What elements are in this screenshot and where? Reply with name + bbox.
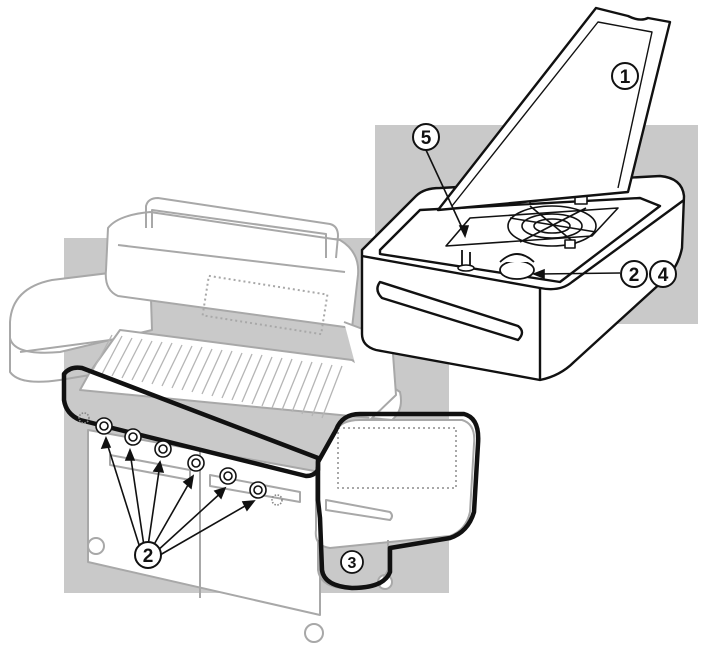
callout-2-side-burner: 2: [621, 261, 647, 287]
callout-1-label: 1: [620, 67, 631, 88]
callout-3-label: 3: [348, 555, 357, 572]
callout-2-grill: 2: [135, 542, 161, 568]
side-burner-knob: [500, 261, 534, 279]
callout-4-label: 4: [658, 265, 669, 286]
caster-front-right: [305, 624, 323, 642]
right-side-table: [316, 420, 474, 548]
callout-2-side-label: 2: [629, 265, 640, 286]
callout-4: 4: [650, 261, 676, 287]
callout-2-grill-label: 2: [143, 546, 154, 567]
caster-front-left: [88, 538, 104, 554]
callout-1: 1: [612, 63, 638, 89]
callout-3: 3: [341, 551, 363, 573]
callout-5-label: 5: [421, 128, 432, 149]
callout-5: 5: [413, 124, 439, 150]
